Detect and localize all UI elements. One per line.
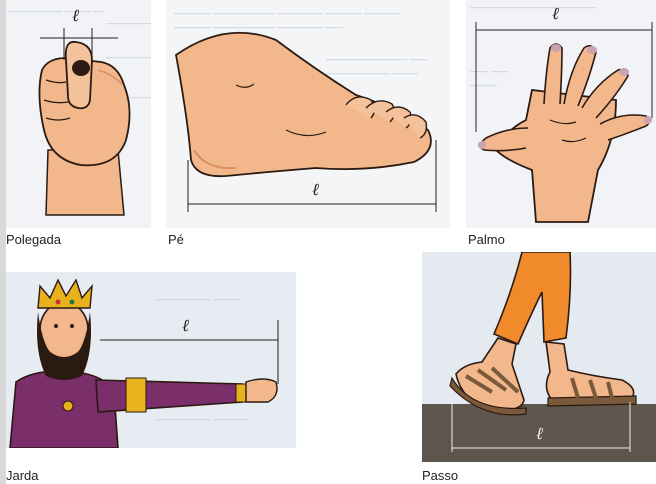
svg-text:————————— ——: ————————— —— [326, 54, 428, 64]
svg-text:—————— ————: —————— ———— [156, 414, 249, 424]
caption-pe: Pé [168, 232, 184, 247]
thumb-illustration: —————— ——— — —————— —————— —————— ℓ [6, 0, 151, 228]
foot-drawing: ———— ——————— ————— ———— ———— ———— ——————… [166, 0, 450, 228]
caption-jarda: Jarda [6, 468, 39, 483]
king-drawing: —————— ——— —————— ———— [6, 272, 296, 448]
svg-text:———: ——— [470, 80, 497, 90]
caption-passo: Passo [422, 468, 458, 483]
step-measure-label: ℓ [536, 424, 543, 444]
king-measure-label: ℓ [182, 316, 189, 336]
foot-illustration: ———— ——————— ————— ———— ———— ———— ——————… [166, 0, 450, 228]
step-illustration: ℓ [422, 252, 656, 462]
svg-text:——————— ———: ——————— ——— [326, 68, 419, 78]
king-illustration: —————— ——— —————— ———— ℓ [6, 272, 296, 448]
caption-polegada: Polegada [6, 232, 61, 247]
thumb-drawing: —————— ——— — —————— —————— —————— [6, 0, 151, 228]
hand-measure-label: ℓ [552, 4, 559, 24]
svg-text:———— ——————— ————— ———— ————: ———— ——————— ————— ———— ———— [174, 8, 400, 18]
foot-measure-label: ℓ [312, 180, 319, 200]
svg-text:———— ——————— ————— ——: ———— ——————— ————— —— [174, 22, 344, 32]
svg-text:—————— ——— —: —————— ——— — [8, 6, 103, 16]
thumb-measure-label: ℓ [72, 6, 79, 26]
svg-text:——————————————: —————————————— [470, 2, 596, 12]
svg-text:—————— ———: —————— ——— [156, 294, 240, 304]
svg-text:——————: —————— [106, 18, 151, 28]
caption-palmo: Palmo [468, 232, 505, 247]
hand-illustration: —————————————— —— —— ——— ℓ [466, 0, 656, 228]
hand-drawing: —————————————— —— —— ——— [466, 0, 656, 228]
svg-text:——————: —————— [106, 52, 151, 62]
